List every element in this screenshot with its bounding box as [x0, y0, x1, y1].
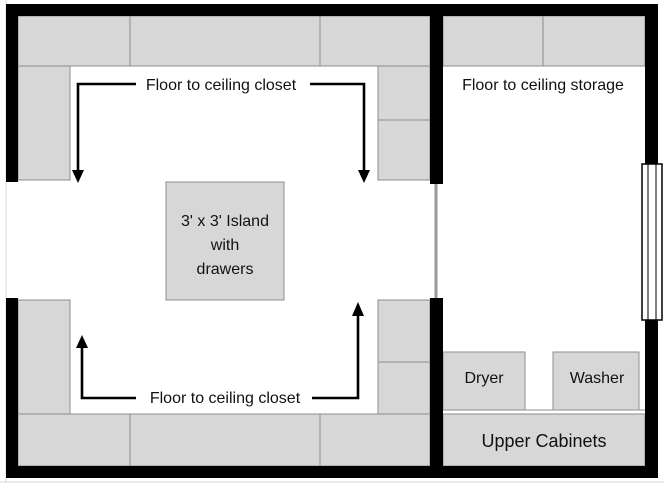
arrow-top-right: [310, 82, 366, 172]
wall-left-lower: [6, 298, 18, 478]
wall-right-upper: [645, 4, 658, 164]
arrow-bottom-right: [312, 316, 360, 400]
wall-right-lower: [645, 320, 658, 478]
cabinet-bottom-3: [319, 413, 431, 467]
island-label-line2: with: [210, 237, 239, 254]
wall-middle-upper: [430, 4, 443, 184]
island: [165, 181, 285, 301]
washer-label: Washer: [570, 370, 625, 387]
wall-left-upper: [6, 4, 18, 182]
wall-bottom: [6, 466, 658, 478]
bottom-closet-cabinets: [17, 299, 431, 467]
cabinet-top-right-side-1: [377, 65, 431, 121]
arrow-bottom-left: [80, 346, 136, 400]
arrow-top-right-head: [358, 170, 370, 183]
wall-top: [6, 4, 658, 16]
top-closet-label: Floor to ceiling closet: [146, 77, 297, 94]
arrows: [72, 82, 370, 400]
wall-middle-lower: [430, 298, 443, 478]
storage-cabinet-1: [442, 15, 544, 67]
arrow-top-left: [76, 82, 136, 172]
cabinet-bottom-2: [129, 413, 321, 467]
cabinet-bottom-1: [17, 413, 131, 467]
arrow-bottom-right-head: [352, 302, 364, 316]
top-closet-cabinets: [17, 15, 431, 181]
cabinet-top-1: [17, 15, 131, 67]
cabinet-bottom-right-side-2: [377, 361, 431, 415]
storage-cabinet-2: [542, 15, 646, 67]
dryer-label: Dryer: [464, 370, 504, 387]
upper-cabinets-label: Upper Cabinets: [481, 431, 606, 451]
cabinet-top-2: [129, 15, 321, 67]
cabinet-top-left-side: [17, 65, 71, 181]
island-label-line3: drawers: [197, 261, 254, 278]
cabinet-bottom-right-side-1: [377, 299, 431, 363]
walls: [6, 4, 658, 478]
bottom-closet-label: Floor to ceiling closet: [150, 390, 301, 407]
arrow-bottom-left-head: [76, 335, 88, 348]
window: [641, 163, 663, 321]
right-room-cabinets: [442, 15, 646, 467]
cabinet-bottom-left-side: [17, 299, 71, 415]
arrow-top-left-head: [72, 170, 84, 183]
washer: [552, 351, 640, 411]
storage-label: Floor to ceiling storage: [462, 77, 624, 94]
cabinet-top-right-side-2: [377, 119, 431, 181]
island-label-line1: 3' x 3' Island: [181, 213, 269, 230]
cabinet-top-3: [319, 15, 431, 67]
